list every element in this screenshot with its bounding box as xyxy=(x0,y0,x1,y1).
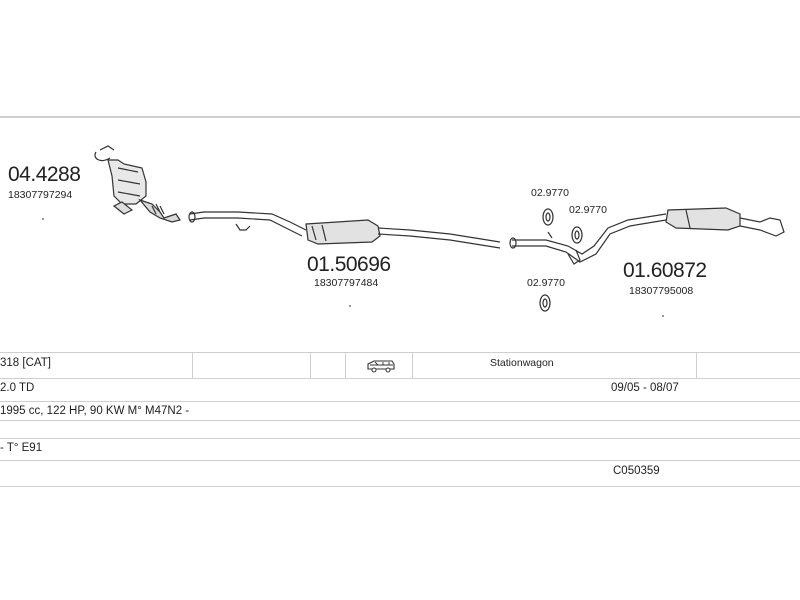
clamp-illustration-1 xyxy=(542,208,554,226)
middle-silencer-illustration xyxy=(305,219,501,249)
vehicle-engine: 2.0 TD xyxy=(0,382,35,394)
marker-dot xyxy=(349,305,351,307)
rear-silencer-illustration xyxy=(665,207,785,237)
spec-row-blank xyxy=(0,421,800,439)
vehicle-type-code: - T° E91 xyxy=(0,442,43,454)
spec-row-catalog: C050359 xyxy=(0,461,800,487)
top-border-line xyxy=(0,116,800,118)
part-number-catalytic: 04.4288 xyxy=(8,163,81,186)
part-ref-rear-silencer: 18307795008 xyxy=(629,285,694,297)
clamp-number-1: 02.9770 xyxy=(531,187,569,199)
clamp-number-3: 02.9770 xyxy=(527,277,565,289)
part-ref-middle-silencer: 18307797484 xyxy=(314,277,379,289)
spec-row-model: 318 [CAT] Stationwagon xyxy=(0,352,800,379)
part-number-middle-silencer: 01.50696 xyxy=(307,253,391,276)
rear-pipe-illustration xyxy=(509,213,667,265)
clamp-illustration-2 xyxy=(571,226,583,244)
clamp-number-2: 02.9770 xyxy=(569,204,607,216)
front-pipe-illustration xyxy=(188,211,307,237)
spec-row-details: 1995 cc, 122 HP, 90 KW M° M47N2 - xyxy=(0,402,800,421)
marker-dot xyxy=(662,315,664,317)
vehicle-model: 318 [CAT] xyxy=(0,357,51,369)
catalytic-converter-illustration xyxy=(94,145,181,223)
part-ref-catalytic: 18307797294 xyxy=(8,189,73,201)
exhaust-system-diagram xyxy=(94,145,785,312)
vehicle-body-type: Stationwagon xyxy=(490,357,554,369)
spec-row-type: - T° E91 xyxy=(0,439,800,461)
station-wagon-icon xyxy=(366,359,396,378)
marker-dot xyxy=(42,218,44,220)
spec-row-engine: 2.0 TD 09/05 - 08/07 xyxy=(0,378,800,402)
vehicle-details: 1995 cc, 122 HP, 90 KW M° M47N2 - xyxy=(0,405,190,417)
vehicle-years: 09/05 - 08/07 xyxy=(611,382,679,394)
part-number-rear-silencer: 01.60872 xyxy=(623,259,707,282)
clamp-illustration-3 xyxy=(539,294,551,312)
catalog-code: C050359 xyxy=(613,465,660,477)
